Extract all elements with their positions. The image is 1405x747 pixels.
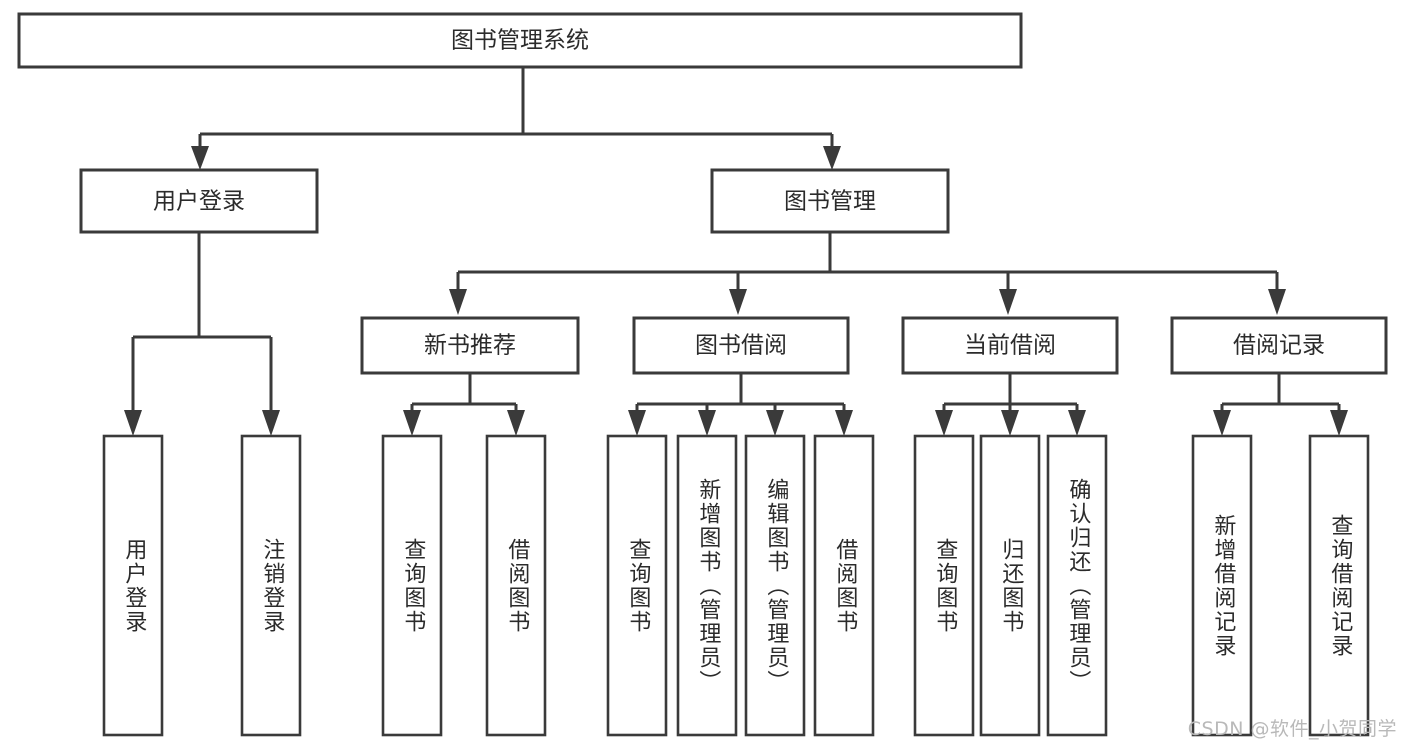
connector-new-book-recommend-to-leaves <box>403 373 525 436</box>
arrow-head-icon <box>124 410 142 436</box>
root-label: 图书管理系统 <box>451 28 589 54</box>
leaf-box-edit-book-admin[interactable] <box>744 434 806 737</box>
new-book-recommend-label: 新书推荐 <box>424 333 516 359</box>
leaf-box-confirm-return-admin[interactable] <box>1046 434 1108 737</box>
arrow-head-icon <box>1268 289 1286 315</box>
arrow-head-icon <box>403 410 421 436</box>
leaf-box-add-book-admin[interactable] <box>676 434 738 737</box>
node-user-login[interactable]: 用户登录 <box>79 168 319 234</box>
leaf-box-return-book[interactable] <box>979 434 1041 737</box>
connector-user-login-to-leaves <box>124 232 280 436</box>
connector-borrow-records-to-leaves <box>1213 373 1348 436</box>
arrow-head-icon <box>262 410 280 436</box>
node-new-book-recommend[interactable]: 新书推荐 <box>360 316 580 375</box>
borrow-records-label: 借阅记录 <box>1233 333 1325 359</box>
leaf-box-user-login[interactable] <box>102 434 164 737</box>
arrow-head-icon <box>507 410 525 436</box>
node-book-borrow[interactable]: 图书借阅 <box>632 316 850 375</box>
arrow-head-icon <box>449 289 467 315</box>
watermark: CSDN @软件_小贺同学 <box>1187 718 1397 740</box>
book-borrow-label: 图书借阅 <box>695 333 787 359</box>
arrow-head-icon <box>935 410 953 436</box>
leaf-box-logout[interactable] <box>240 434 302 737</box>
arrow-head-icon <box>1330 410 1348 436</box>
arrow-head-icon <box>1001 410 1019 436</box>
node-root[interactable]: 图书管理系统 <box>17 12 1023 69</box>
leaf-box-query-borrow-record[interactable] <box>1308 434 1370 737</box>
root-box <box>17 12 1023 69</box>
arrow-head-icon <box>729 289 747 315</box>
arrow-head-icon <box>628 410 646 436</box>
leaf-box-query-book-current[interactable] <box>913 434 975 737</box>
arrow-head-icon <box>698 410 716 436</box>
connector-book-borrow-to-leaves <box>628 373 853 436</box>
connector-book-management-to-level3 <box>449 232 1286 315</box>
node-book-management[interactable]: 图书管理 <box>710 168 950 234</box>
connector-root-to-level2 <box>191 67 841 170</box>
current-borrow-box <box>901 316 1119 375</box>
arrow-head-icon <box>766 410 784 436</box>
arrow-head-icon <box>1068 410 1086 436</box>
leaf-box-query-book-recommend[interactable] <box>381 434 443 737</box>
leaf-box-borrow-book-recommend[interactable] <box>485 434 547 737</box>
current-borrow-label: 当前借阅 <box>964 333 1056 359</box>
book-management-label: 图书管理 <box>784 189 876 215</box>
leaf-box-borrow-book[interactable] <box>813 434 875 737</box>
leaf-box-add-borrow-record[interactable] <box>1191 434 1253 737</box>
connector-current-borrow-to-leaves <box>935 373 1086 436</box>
node-current-borrow[interactable]: 当前借阅 <box>901 316 1119 375</box>
new-book-recommend-box <box>360 316 580 375</box>
arrow-head-icon <box>823 146 841 170</box>
arrow-head-icon <box>999 289 1017 315</box>
arrow-head-icon <box>835 410 853 436</box>
user-login-label: 用户登录 <box>153 189 245 215</box>
leaf-box-query-book-borrow[interactable] <box>606 434 668 737</box>
user-login-box <box>79 168 319 234</box>
arrow-head-icon <box>1213 410 1231 436</box>
arrow-head-icon <box>191 146 209 170</box>
node-borrow-records[interactable]: 借阅记录 <box>1170 316 1388 375</box>
